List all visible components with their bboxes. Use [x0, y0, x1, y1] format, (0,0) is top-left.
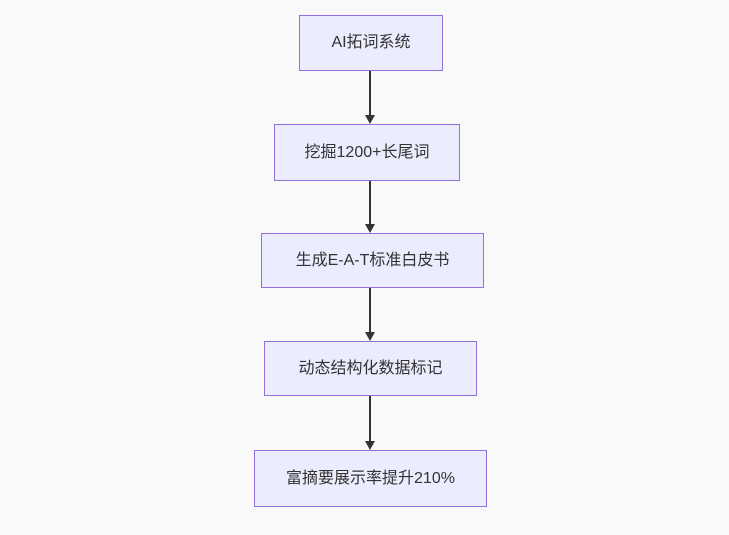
arrowhead-down-icon: [365, 224, 375, 233]
flowchart-node-ai-system: AI拓词系统: [299, 15, 443, 71]
flow-arrow-2: [364, 181, 376, 233]
node-label: AI拓词系统: [331, 34, 411, 52]
flow-arrow-1: [364, 71, 376, 124]
flowchart-node-structured-data: 动态结构化数据标记: [264, 341, 477, 396]
arrow-line: [369, 396, 371, 442]
flowchart-node-eat-whitepaper: 生成E-A-T标准白皮书: [261, 233, 484, 288]
arrowhead-down-icon: [365, 115, 375, 124]
flow-arrow-3: [364, 288, 376, 341]
node-label: 富摘要展示率提升210%: [286, 469, 455, 487]
arrowhead-down-icon: [365, 441, 375, 450]
node-label: 动态结构化数据标记: [298, 359, 443, 377]
node-label: 挖掘1200+长尾词: [304, 143, 430, 161]
flowchart-node-longtail-mining: 挖掘1200+长尾词: [274, 124, 460, 181]
arrowhead-down-icon: [365, 332, 375, 341]
arrow-line: [369, 288, 371, 333]
flow-arrow-4: [364, 396, 376, 450]
arrow-line: [369, 181, 371, 225]
node-label: 生成E-A-T标准白皮书: [295, 251, 450, 269]
flowchart-node-rich-snippet-result: 富摘要展示率提升210%: [254, 450, 487, 507]
arrow-line: [369, 71, 371, 116]
